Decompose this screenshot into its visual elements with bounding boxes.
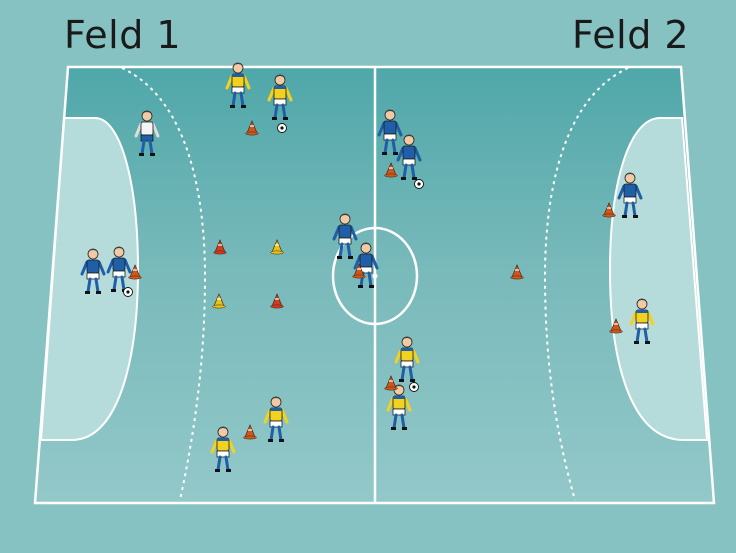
center-spot <box>373 274 378 279</box>
ball-left-goal <box>124 288 133 297</box>
field-1-label: Feld 1 <box>64 16 181 54</box>
field-2-label: Feld 2 <box>572 16 689 54</box>
ball-top <box>278 124 287 133</box>
ball-field2-bottom <box>410 383 419 392</box>
ball-field2-top <box>415 180 424 189</box>
